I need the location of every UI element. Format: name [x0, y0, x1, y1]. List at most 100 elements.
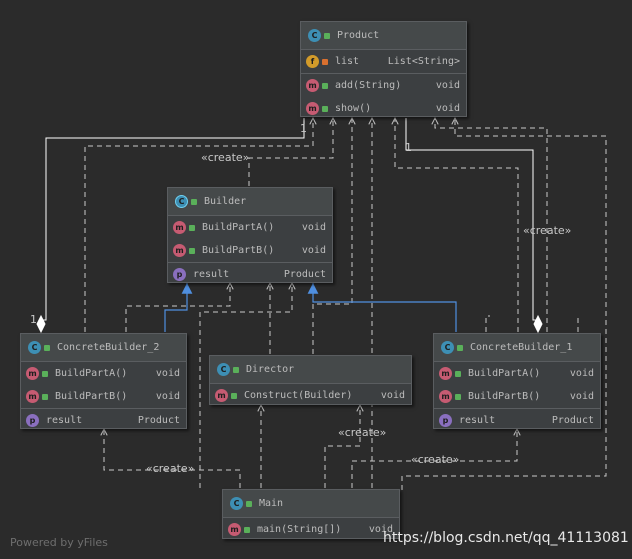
director-class-node[interactable]: C Director m Construct(Builder) void	[209, 355, 412, 405]
method-row[interactable]: m main(String[]) void	[223, 518, 399, 541]
method-return-type: void	[435, 80, 460, 91]
public-visibility-icon	[455, 370, 461, 377]
powered-by-credit: Powered by yFiles	[10, 536, 108, 549]
edge-label-create-builder: «create»	[201, 151, 250, 164]
method-icon: m	[306, 79, 319, 92]
static-method-icon: m	[228, 523, 241, 536]
property-type: Product	[283, 269, 326, 280]
method-row[interactable]: m BuildPartA() void	[434, 362, 600, 385]
inheritance-cb2-builder	[164, 283, 193, 332]
method-row[interactable]: m BuildPartB() void	[168, 239, 332, 262]
edge-label-create-director: «create»	[338, 426, 387, 439]
method-row[interactable]: m show() void	[301, 97, 466, 120]
edge-cb2-to-builder	[125, 283, 230, 332]
public-visibility-icon	[191, 198, 197, 205]
edge-director-to-product	[312, 118, 352, 354]
public-visibility-icon	[231, 392, 237, 399]
class-name: Builder	[204, 196, 247, 207]
method-icon: m	[215, 389, 228, 402]
method-row[interactable]: m BuildPartA() void	[21, 362, 186, 385]
property-icon: p	[439, 414, 452, 427]
class-name: ConcreteBuilder_2	[57, 342, 160, 353]
diamond-cb1-end	[533, 314, 543, 334]
property-icon: p	[173, 268, 186, 281]
edge-cb1-to-builder	[485, 315, 490, 332]
multiplicity-label-product-left: 1	[300, 122, 307, 135]
aggregation-cb1-list-product	[405, 118, 539, 332]
edge-main-to-product-right	[401, 118, 607, 490]
public-visibility-icon	[455, 393, 461, 400]
multiplicity-label-product-right: 1	[405, 141, 412, 154]
method-name: BuildPartA()	[468, 368, 541, 379]
property-type: Product	[137, 415, 180, 426]
edge-main-to-builder	[199, 283, 292, 488]
properties-section: p result Product	[168, 263, 332, 286]
public-visibility-icon	[246, 500, 252, 507]
public-visibility-icon	[324, 32, 330, 39]
property-name: result	[193, 269, 230, 280]
method-return-type: void	[155, 368, 180, 379]
methods-section: m BuildPartA() void m BuildPartB() void	[434, 362, 600, 409]
properties-section: p result Product	[434, 409, 600, 432]
method-return-type: void	[368, 524, 393, 535]
method-icon: m	[439, 367, 452, 380]
method-icon: m	[173, 221, 186, 234]
class-icon: C	[217, 363, 230, 376]
edge-cb1-to-product-create	[435, 118, 548, 332]
method-return-type: void	[569, 368, 594, 379]
class-icon: C	[441, 341, 454, 354]
method-row[interactable]: m BuildPartA() void	[168, 216, 332, 239]
field-icon: f	[306, 55, 319, 68]
edge-main-creates-cb1	[351, 429, 517, 488]
main-class-node[interactable]: C Main m main(String[]) void	[222, 489, 400, 539]
edge-main-creates-director	[324, 405, 360, 488]
property-row[interactable]: p result Product	[21, 409, 186, 432]
method-row[interactable]: m Construct(Builder) void	[210, 384, 411, 407]
method-icon: m	[306, 102, 319, 115]
edge-label-create-cb1: «create»	[411, 453, 460, 466]
property-row[interactable]: p result Product	[434, 409, 600, 432]
method-name: BuildPartB()	[468, 391, 541, 402]
method-icon: m	[26, 390, 39, 403]
public-visibility-icon	[457, 344, 463, 351]
diamond-cb2-end	[36, 314, 46, 334]
abstract-class-icon: C	[175, 195, 188, 208]
edge-main-creates-cb2	[104, 429, 241, 488]
edge-builder-to-product-create	[248, 118, 333, 186]
class-name: Director	[246, 364, 295, 375]
property-name: result	[459, 415, 496, 426]
concrete-builder-2-class-node[interactable]: C ConcreteBuilder_2 m BuildPartA() void …	[20, 333, 187, 429]
method-return-type: void	[380, 390, 405, 401]
watermark-url: https://blog.csdn.net/qq_41113081	[383, 530, 629, 546]
public-visibility-icon	[322, 105, 328, 112]
method-row[interactable]: m BuildPartB() void	[434, 385, 600, 408]
inheritance-cb1-builder	[307, 283, 457, 332]
field-type: List<String>	[387, 56, 460, 67]
property-icon: p	[26, 414, 39, 427]
property-row[interactable]: p result Product	[168, 263, 332, 286]
class-icon: C	[28, 341, 41, 354]
public-visibility-icon	[42, 393, 48, 400]
methods-section: m add(String) void m show() void	[301, 74, 466, 120]
edge-cb2-to-product	[84, 118, 313, 332]
methods-section: m Construct(Builder) void	[210, 384, 411, 407]
public-visibility-icon	[42, 370, 48, 377]
method-name: BuildPartA()	[202, 222, 275, 233]
method-icon: m	[439, 390, 452, 403]
class-name: Main	[259, 498, 284, 509]
builder-class-node[interactable]: C Builder m BuildPartA() void m BuildPar…	[167, 187, 333, 283]
class-icon: C	[308, 29, 321, 42]
public-visibility-icon	[322, 82, 328, 89]
method-return-type: void	[435, 103, 460, 114]
concrete-builder-1-class-node[interactable]: C ConcreteBuilder_1 m BuildPartA() void …	[433, 333, 601, 429]
method-return-type: void	[155, 391, 180, 402]
method-return-type: void	[301, 245, 326, 256]
public-visibility-icon	[233, 366, 239, 373]
product-class-node[interactable]: C Product f list List<String> m add(Stri…	[300, 21, 467, 117]
class-name: Product	[337, 30, 380, 41]
method-row[interactable]: m add(String) void	[301, 74, 466, 97]
method-row[interactable]: m BuildPartB() void	[21, 385, 186, 408]
field-row[interactable]: f list List<String>	[301, 50, 466, 73]
methods-section: m main(String[]) void	[223, 518, 399, 541]
